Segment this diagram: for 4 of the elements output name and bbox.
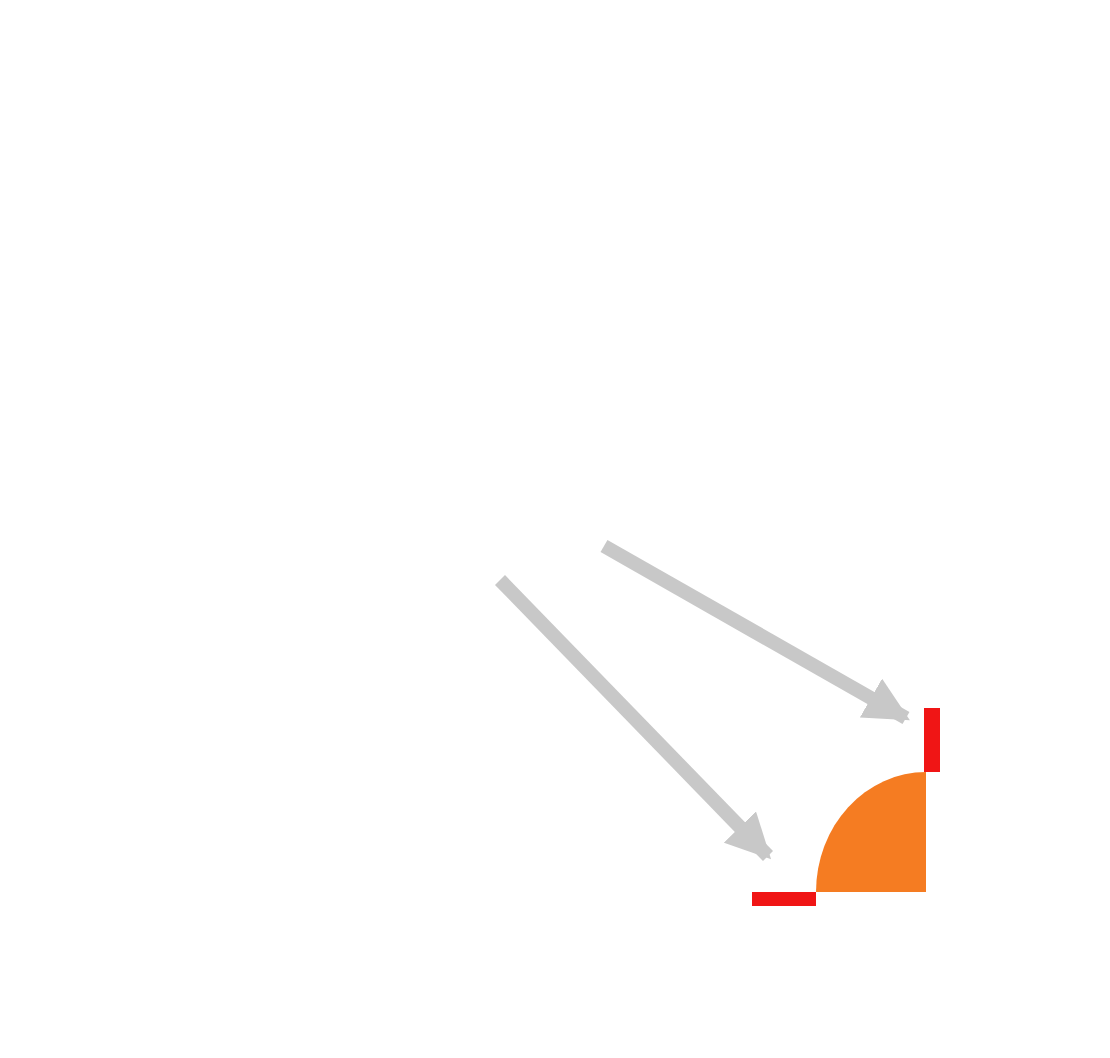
arrow <box>600 539 910 725</box>
bar-mark <box>752 892 816 906</box>
bar-mark <box>924 708 940 772</box>
arrow <box>494 575 774 861</box>
